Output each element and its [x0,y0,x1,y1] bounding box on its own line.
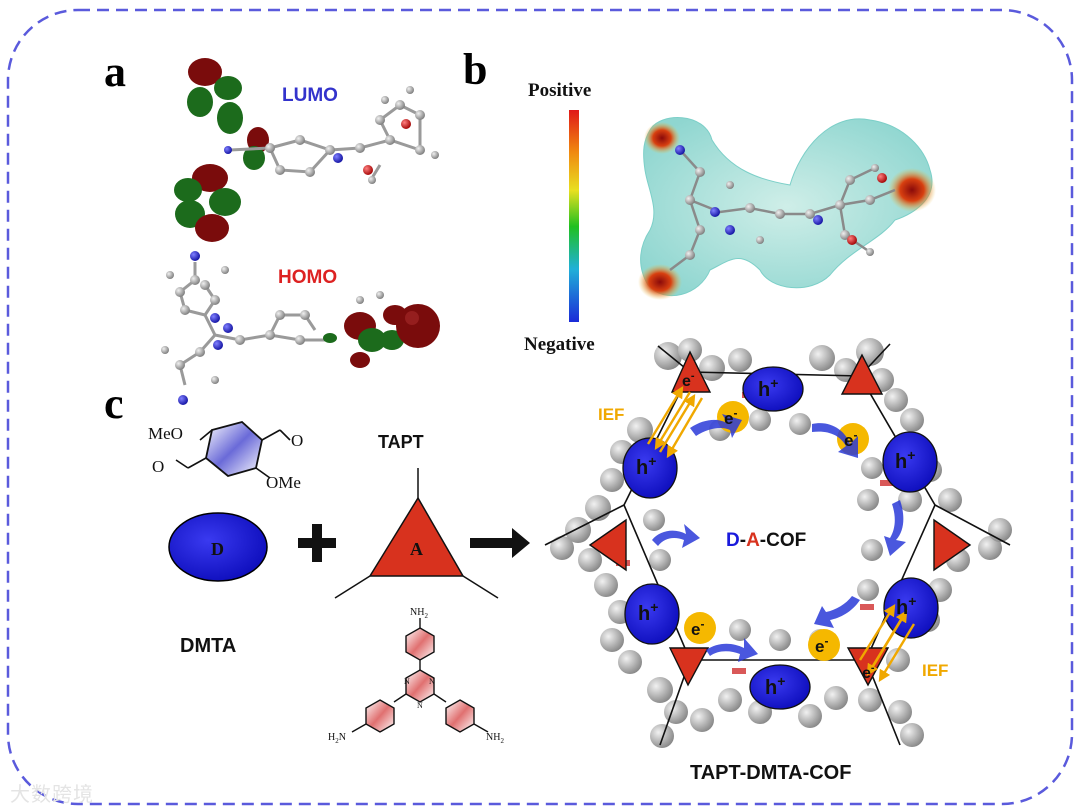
esp-color-scale [569,110,579,322]
ief-label-top: IEF [598,405,624,424]
cof-hole-4: h+ [638,599,658,625]
cof-hole-1: h+ [758,375,778,401]
cof-name: TAPT-DMTA-COF [690,762,851,784]
esp-map [638,117,936,300]
dmta-ome-label: OMe [266,473,301,492]
cof-hole-3: h+ [895,447,915,473]
cof-electron-top-node: e- [682,370,695,390]
cof-electron-1: e- [724,406,737,428]
cof-ring [544,338,1012,748]
watermark: 大数跨境 [10,782,94,806]
dmta-structure: MeO OMe O O [148,421,303,492]
reaction-arrow [470,528,530,558]
tapt-nh2-right: NH2 [486,732,504,745]
lumo-label: LUMO [282,85,338,106]
panel-c-letter: c [104,379,124,428]
tapt-nh2-top: NH2 [410,607,428,620]
cof-electron-3: e- [691,617,704,639]
dmta-o-right: O [291,431,303,450]
panel-a: a [104,47,440,405]
donor-node-label: D [211,539,224,559]
dmta-meo-label: MeO [148,424,183,443]
lumo-molecule [174,58,439,242]
ief-arrows-bottom [858,603,916,683]
plus-sign [298,524,336,562]
figure-border [6,8,1074,806]
cof-acceptor-nodes [588,350,972,687]
acceptor-node-label: A [410,539,423,559]
cof-electron-4: e- [815,634,828,656]
cof-electron-2: e- [844,428,857,450]
tapt-nh2-left: H2N [328,732,346,745]
panel-c: c MeO OMe O O D DMTA TAPT [104,338,1012,784]
cof-hole-5: h+ [896,593,916,619]
cof-electron-bottom-node: e- [862,662,875,682]
triazine-n-1: N [429,677,435,686]
homo-label: HOMO [278,267,337,288]
cof-hole-2: h+ [636,453,656,479]
dmta-o-left: O [152,457,164,476]
cof-donor-nodes [622,366,939,710]
scale-negative-label: Negative [524,334,595,355]
homo-molecule [161,251,440,405]
dmta-name: DMTA [180,635,236,657]
cof-labels: h+ h+ h+ h+ h+ h+ e- e- e- e- e- e- IEF … [598,370,948,784]
acceptor-node [334,468,499,599]
panel-b: b Positive Negative [463,45,936,355]
ief-label-bottom: IEF [922,661,948,680]
scale-positive-label: Positive [528,80,591,101]
cof-center-label: D-A-COF [726,530,806,551]
cof-flow-arrows [652,414,906,662]
ief-arrows-top [646,385,704,459]
donor-node [168,512,268,582]
triazine-n-2: N [404,677,410,686]
cof-hole-6: h+ [765,673,785,699]
tapt-structure: NH2 H2N NH2 N N N [328,607,504,745]
tapt-name: TAPT [378,432,424,452]
triazine-n-3: N [417,701,423,710]
panel-b-letter: b [463,45,487,94]
panel-a-letter: a [104,47,126,96]
